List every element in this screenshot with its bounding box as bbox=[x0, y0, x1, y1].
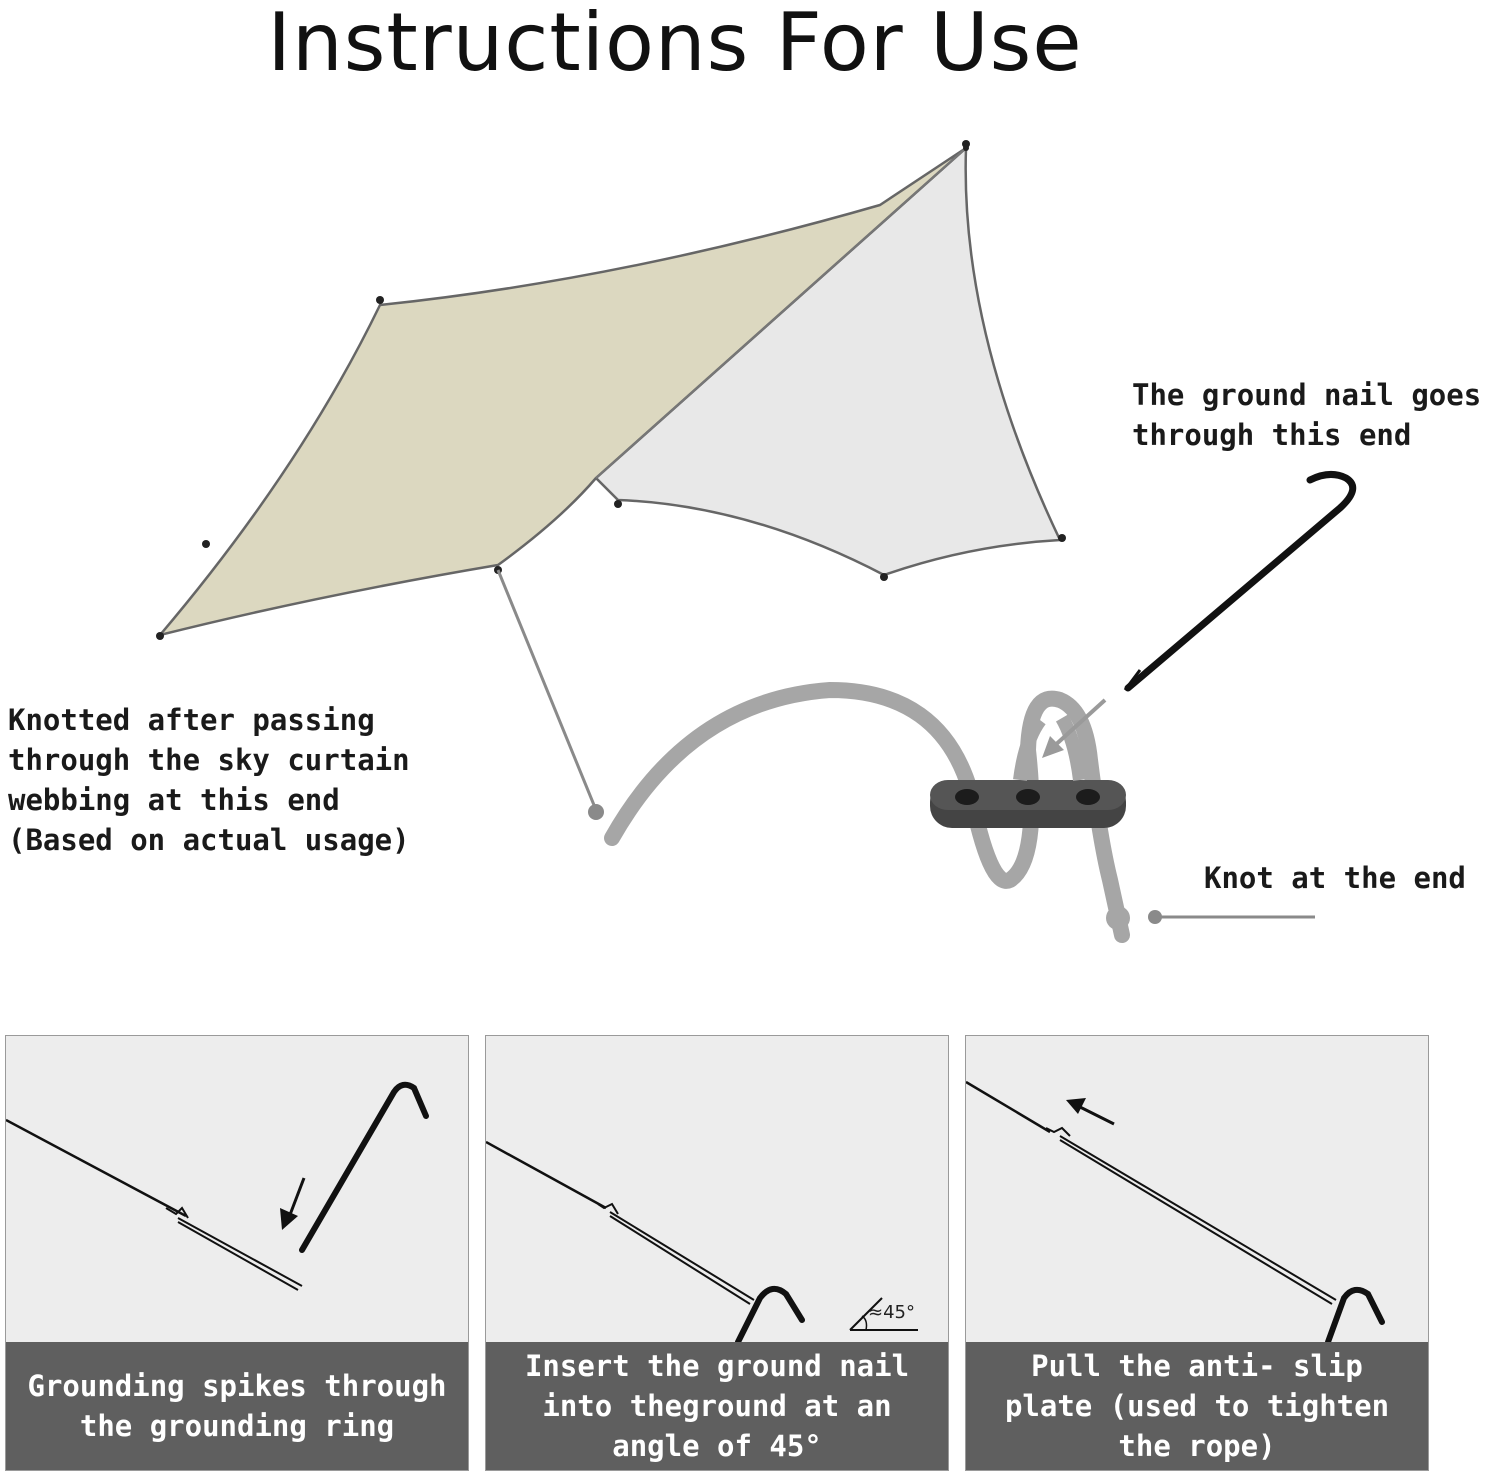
tarp-beige-panel bbox=[156, 146, 967, 638]
callout-knotted: Knotted after passing through the sky cu… bbox=[8, 703, 410, 857]
angle-icon bbox=[849, 1297, 918, 1331]
step-panel-3: Pull the anti- slip plate (used to tight… bbox=[965, 1035, 1429, 1471]
step-2-caption: Insert the ground nail into theground at… bbox=[486, 1342, 948, 1470]
angle-label: ≈45° bbox=[868, 1302, 915, 1323]
step-3-caption: Pull the anti- slip plate (used to tight… bbox=[966, 1342, 1428, 1470]
main-diagram bbox=[156, 140, 1357, 943]
callout-knot-end: Knot at the end bbox=[1204, 861, 1466, 895]
tarp-corner-rings bbox=[156, 140, 1066, 640]
arrow-icon bbox=[280, 1177, 306, 1230]
ground-nail-icon bbox=[1325, 1286, 1385, 1345]
page-title: Instructions For Use bbox=[267, 0, 1083, 89]
step-2-illustration bbox=[486, 1140, 918, 1345]
step-1-caption: Grounding spikes through the grounding r… bbox=[6, 1342, 468, 1470]
step-3-illustration bbox=[966, 1080, 1385, 1345]
step-panel-2: ≈45° Insert the ground nail into thegrou… bbox=[485, 1035, 949, 1471]
callout-ground-nail: The ground nail goes through this end bbox=[1132, 378, 1482, 452]
ground-nail-icon bbox=[1123, 471, 1357, 692]
ground-nail-icon bbox=[299, 1081, 429, 1253]
arrow-icon bbox=[1066, 1098, 1115, 1126]
tarp-illustration bbox=[156, 140, 1066, 820]
step-panel-1: Grounding spikes through the grounding r… bbox=[5, 1035, 469, 1471]
anti-slip-plate-icon bbox=[930, 714, 1126, 828]
pointer-arrow-icon bbox=[1042, 698, 1315, 924]
tarp-grey-panel bbox=[594, 145, 1062, 577]
rope-illustration bbox=[604, 681, 1130, 943]
ground-nail-icon bbox=[735, 1285, 805, 1345]
step-1-illustration bbox=[6, 1081, 429, 1291]
